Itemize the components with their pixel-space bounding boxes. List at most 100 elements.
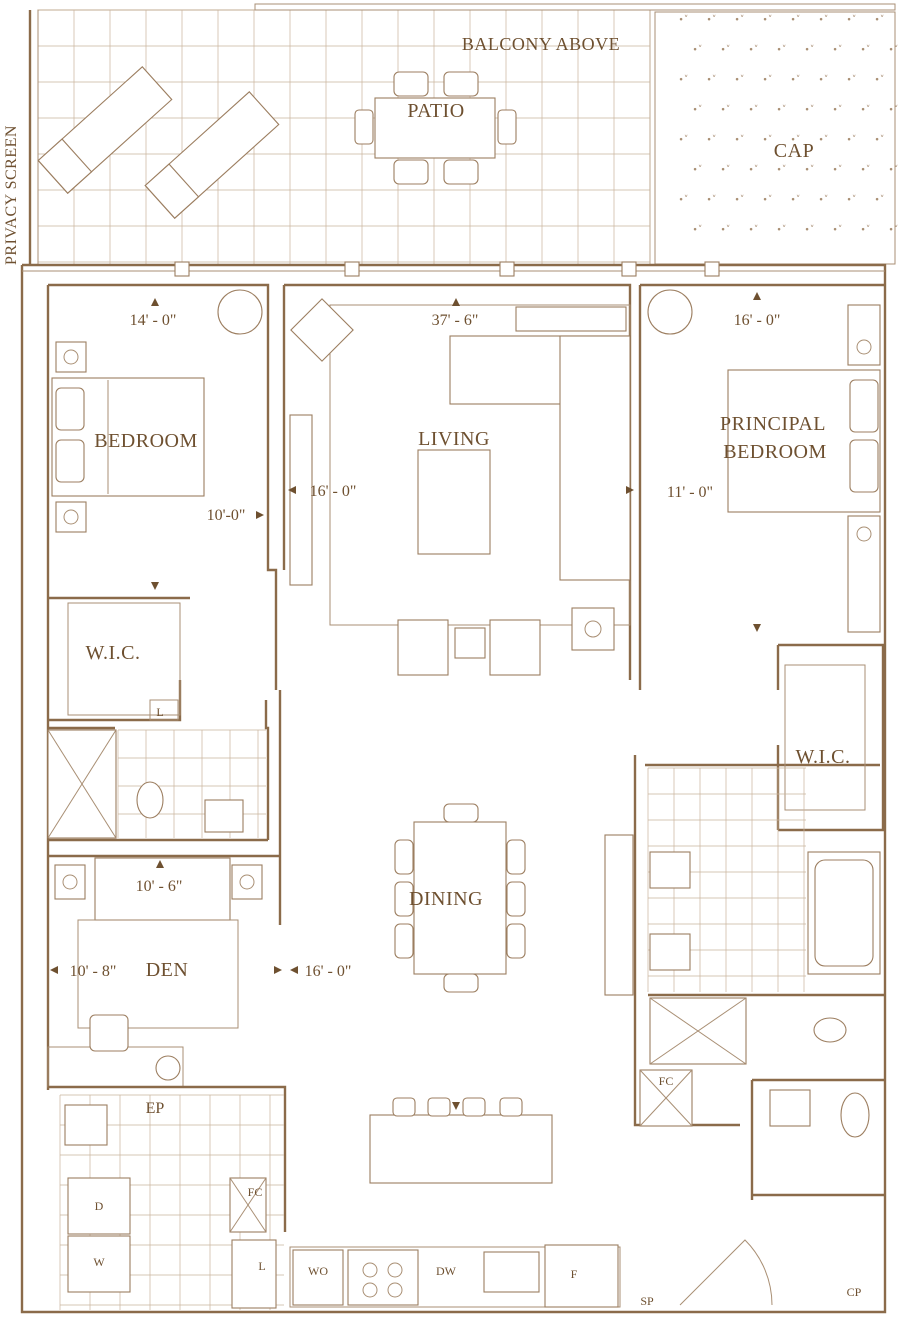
exterior-walls [20,261,887,1314]
patio-table [354,71,517,185]
svg-text:∙˅: ∙˅ [888,45,898,55]
den-label: DEN [146,959,189,981]
fc-right-label: FC [659,1074,674,1088]
fc-left-label: FC [248,1185,263,1199]
svg-text:∙˅: ∙˅ [678,75,688,85]
svg-text:∙˅: ∙˅ [832,105,842,115]
bathroom-left [47,729,266,839]
svg-text:∙˅: ∙˅ [888,225,898,235]
svg-text:∙˅: ∙˅ [832,225,842,235]
svg-text:∙˅: ∙˅ [790,75,800,85]
svg-text:∙˅: ∙˅ [846,195,856,205]
svg-text:∙˅: ∙˅ [692,45,702,55]
bedroom-depth-dim: 10'-0" [207,507,246,524]
dishwasher-label: DW [436,1264,457,1278]
den-furniture [54,857,263,1081]
patio-top-rail [254,3,896,11]
sp-label: SP [640,1294,654,1308]
bedroom-bed [51,377,205,497]
cp-label: CP [847,1285,862,1299]
den-depth-dim: 10' - 8" [70,963,117,980]
svg-text:∙˅: ∙˅ [860,165,870,175]
ensuite [604,767,881,1127]
wic-right-shelving [784,664,866,811]
svg-text:∙˅: ∙˅ [720,45,730,55]
l-upper-label: L [156,705,163,719]
svg-text:∙˅: ∙˅ [762,15,772,25]
svg-text:∙˅: ∙˅ [734,15,744,25]
direction-arrows [50,292,761,1110]
svg-text:∙˅: ∙˅ [762,75,772,85]
lounge-chair-1 [37,66,173,194]
bedroom-label: BEDROOM [94,430,198,452]
svg-text:∙˅: ∙˅ [818,135,828,145]
dining-table [394,803,526,993]
svg-text:∙˅: ∙˅ [818,195,828,205]
svg-text:∙˅: ∙˅ [776,225,786,235]
svg-text:∙˅: ∙˅ [804,225,814,235]
svg-text:∙˅: ∙˅ [678,15,688,25]
principal-bedroom-label-2: BEDROOM [723,441,827,463]
principal-bed [647,289,881,633]
svg-text:∙˅: ∙˅ [874,75,884,85]
principal-depth-dim: 11' - 0" [667,484,713,501]
svg-text:∙˅: ∙˅ [692,105,702,115]
svg-text:∙˅: ∙˅ [790,195,800,205]
l-lower-label: L [258,1259,265,1273]
svg-text:∙˅: ∙˅ [846,75,856,85]
svg-text:∙˅: ∙˅ [888,165,898,175]
svg-text:∙˅: ∙˅ [692,165,702,175]
svg-text:∙˅: ∙˅ [790,135,800,145]
wall-oven-label: WO [308,1264,328,1278]
wic-left-shelving [67,602,181,716]
svg-text:∙˅: ∙˅ [748,105,758,115]
svg-text:∙˅: ∙˅ [860,105,870,115]
living-width-dim: 37' - 6" [432,312,479,329]
ep-label: EP [146,1100,165,1117]
svg-text:∙˅: ∙˅ [790,15,800,25]
cap-label: CAP [774,140,814,162]
svg-text:∙˅: ∙˅ [762,195,772,205]
svg-text:∙˅: ∙˅ [874,15,884,25]
wic-right-label: W.I.C. [795,746,850,768]
entry-door-swing [679,1239,773,1306]
dryer-label: D [95,1199,104,1213]
svg-text:∙˅: ∙˅ [762,135,772,145]
svg-text:∙˅: ∙˅ [734,195,744,205]
svg-text:∙˅: ∙˅ [748,45,758,55]
svg-text:∙˅: ∙˅ [776,45,786,55]
kitchen [289,1097,621,1308]
living-furniture [289,298,631,676]
svg-text:∙˅: ∙˅ [832,165,842,175]
svg-text:∙˅: ∙˅ [860,45,870,55]
powder-room [769,1089,870,1138]
washer-label: W [93,1255,105,1269]
dining-label: DINING [409,888,483,910]
svg-text:∙˅: ∙˅ [678,135,688,145]
svg-text:∙˅: ∙˅ [804,45,814,55]
svg-text:∙˅: ∙˅ [734,135,744,145]
svg-text:∙˅: ∙˅ [776,105,786,115]
principal-width-dim: 16' - 0" [734,312,781,329]
patio-label: PATIO [407,100,464,122]
nightstand-lamps [55,341,87,533]
svg-text:∙˅: ∙˅ [818,15,828,25]
balcony-above-label: BALCONY ABOVE [462,34,620,54]
svg-text:∙˅: ∙˅ [888,105,898,115]
cap-area: ∙˅ ∙˅ ∙˅ ∙˅ ∙˅ ∙˅ ∙˅ ∙˅ ∙˅ ∙˅ ∙˅ ∙˅ ∙˅ ∙˅ ∙˅ ∙˅ ∙˅ ∙˅ ∙˅ ∙˅… [654,11,898,265]
svg-text:∙˅: ∙˅ [706,195,716,205]
wic-left-label: W.I.C. [85,642,140,664]
svg-text:∙˅: ∙˅ [818,75,828,85]
living-label: LIVING [418,428,490,450]
living-depth-dim: 16' - 0" [310,483,357,500]
svg-text:∙˅: ∙˅ [720,105,730,115]
svg-text:∙˅: ∙˅ [706,135,716,145]
svg-text:∙˅: ∙˅ [748,225,758,235]
principal-bedroom-label-1: PRINCIPAL [720,413,826,435]
linen-closet-upper [149,699,179,721]
bedroom-width-dim: 14' - 0" [130,312,177,329]
svg-text:∙˅: ∙˅ [706,75,716,85]
svg-text:∙˅: ∙˅ [874,195,884,205]
svg-text:∙˅: ∙˅ [706,15,716,25]
